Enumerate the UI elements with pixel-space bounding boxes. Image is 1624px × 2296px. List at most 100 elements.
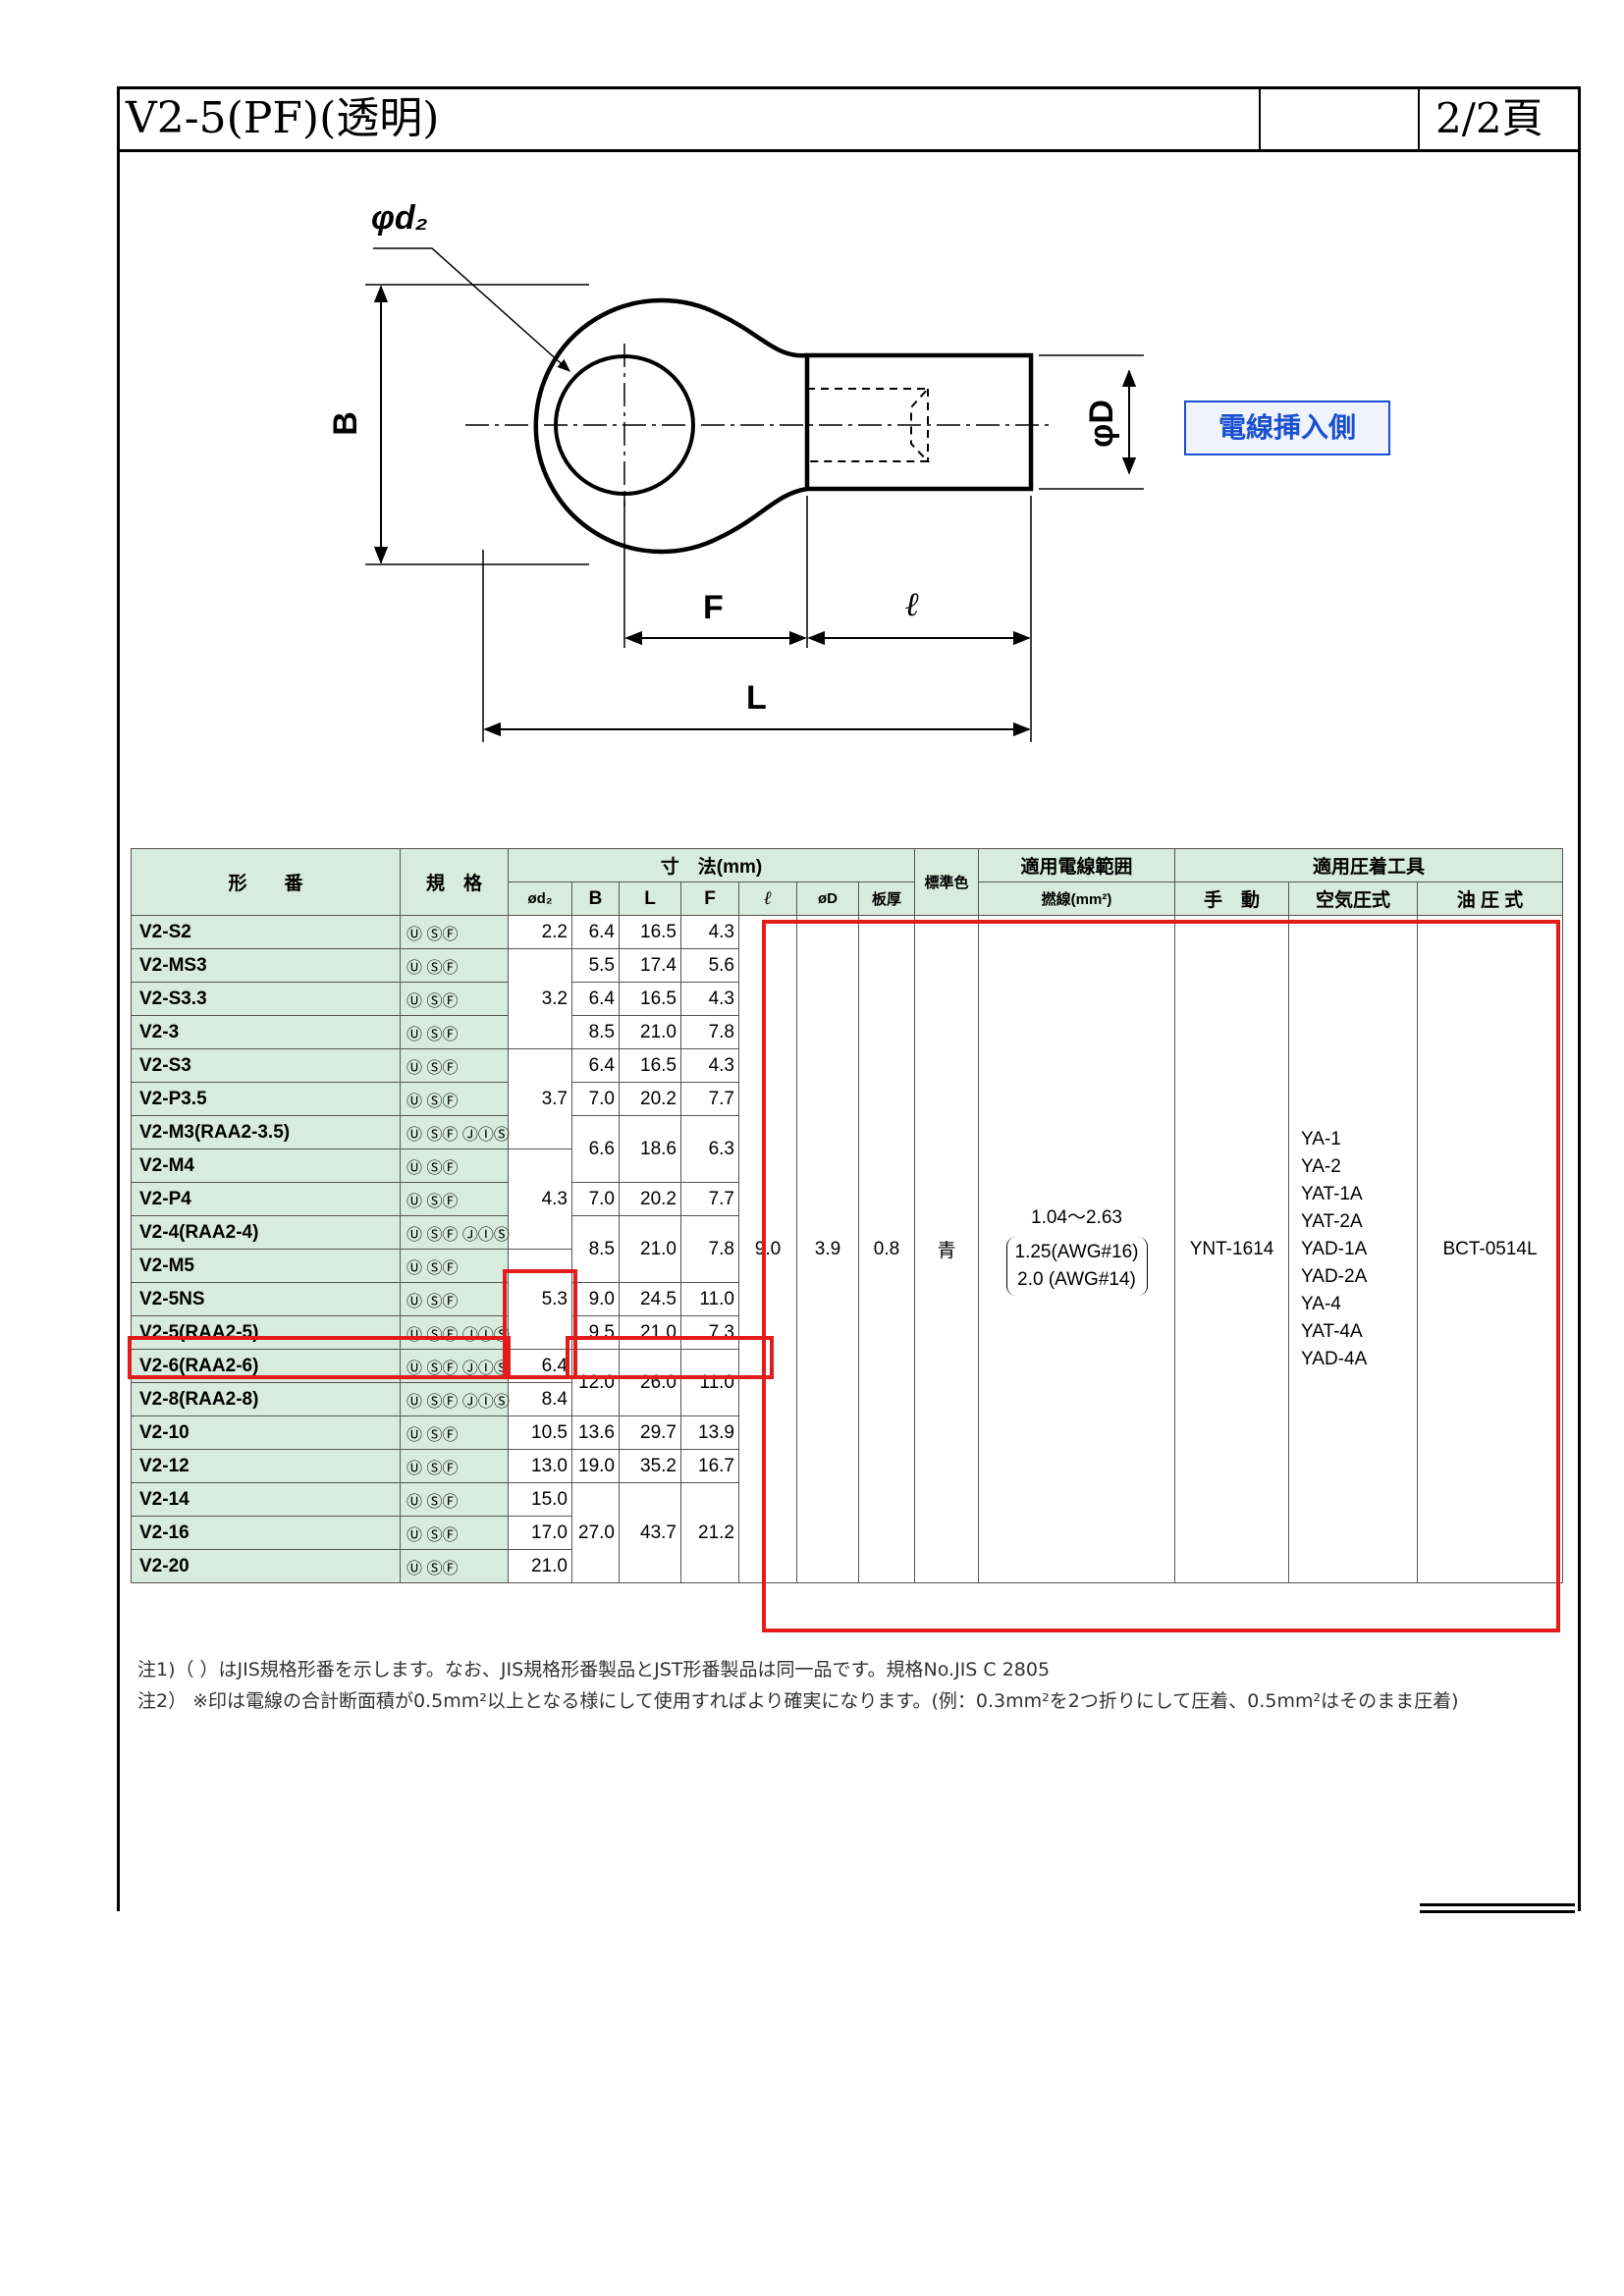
l-cell: 21.0: [619, 1015, 681, 1049]
header-d: øD: [796, 881, 859, 916]
pneumatic-tool: YAD-1A: [1301, 1238, 1368, 1259]
f-cell: 11.0: [680, 1349, 739, 1416]
l-cell: 24.5: [619, 1282, 681, 1316]
cert-icons: Ⓤ ⓈⒻ: [400, 1549, 509, 1583]
f-cell: 7.8: [680, 1215, 739, 1283]
dim-label-phi-d: φD: [1082, 400, 1120, 448]
d2-cell: 21.0: [508, 1549, 572, 1583]
model-cell: V2-3: [131, 1015, 401, 1049]
pneumatic-tool: YAD-4A: [1301, 1348, 1368, 1369]
note-2: 注2） ※印は電線の合計断面積が0.5mm²以上となる様にして使用すればより確実…: [137, 1690, 1459, 1712]
cert-icons: Ⓤ ⓈⒻ ⒿⒾⓈ: [400, 1349, 510, 1383]
l-cell: 18.6: [619, 1115, 681, 1183]
wire-range-value: 1.04～2.63: [1031, 1207, 1122, 1228]
header-manual: 手 動: [1174, 881, 1290, 916]
model-cell: V2-16: [131, 1516, 401, 1550]
d2-cell: 4.3: [508, 1148, 572, 1250]
header-tools: 適用圧着工具: [1174, 848, 1564, 882]
d2-cell: 8.4: [508, 1382, 572, 1416]
b-cell: 6.6: [571, 1115, 620, 1183]
page-frame: V2-5(PF)(透明) 2/2頁: [117, 86, 1581, 1911]
terminal-drawing: [365, 247, 1144, 742]
cert-icons: Ⓤ ⓈⒻ: [400, 915, 509, 949]
cert-icons: Ⓤ ⓈⒻ: [400, 1449, 509, 1483]
header-pneumatic: 空気圧式: [1288, 881, 1419, 916]
color-cell: 青: [914, 915, 980, 1583]
cert-icons: Ⓤ ⓈⒻ: [400, 982, 509, 1016]
cert-icons: Ⓤ ⓈⒻ: [400, 1516, 509, 1550]
b-cell: 13.6: [571, 1415, 620, 1450]
l-cell: 16.5: [619, 915, 681, 949]
bottom-rule: [1420, 1910, 1575, 1913]
f-cell: 11.0: [680, 1282, 739, 1316]
dim-label-phi-d2: φd₂: [371, 199, 428, 237]
pneumatic-tool-cell: YA-1 YA-2 YAT-1A YAT-2A YAD-1A YAD-2A YA…: [1288, 915, 1419, 1583]
f-cell: 4.3: [680, 1048, 739, 1083]
d2-cell: 15.0: [508, 1482, 572, 1517]
wire-insertion-side-callout: 電線挿入側: [1184, 400, 1390, 455]
d-cell: 3.9: [796, 915, 859, 1583]
model-cell: V2-P3.5: [131, 1082, 401, 1116]
model-cell: V2-MS3: [131, 948, 401, 983]
model-cell: V2-5(RAA2-5): [131, 1315, 401, 1350]
l-cell: 35.2: [619, 1449, 681, 1483]
b-cell: 9.0: [571, 1282, 620, 1316]
cert-icons: Ⓤ ⓈⒻ ⒿⒾⓈ: [400, 1215, 510, 1250]
pneumatic-tool: YAT-4A: [1301, 1320, 1363, 1342]
model-cell: V2-8(RAA2-8): [131, 1382, 401, 1416]
thickness-cell: 0.8: [857, 915, 916, 1583]
l-cell: 17.4: [619, 948, 681, 983]
title-bar: V2-5(PF)(透明) 2/2頁: [120, 89, 1578, 152]
model-cell: V2-5NS: [131, 1282, 401, 1316]
header-hydraulic: 油 圧 式: [1417, 881, 1564, 916]
f-cell: 7.8: [680, 1015, 739, 1049]
ell-cell: 9.0: [738, 915, 797, 1583]
f-cell: 7.3: [680, 1315, 739, 1350]
pneumatic-tool: YAD-2A: [1301, 1265, 1368, 1287]
d2-cell: 5.3: [508, 1249, 572, 1350]
pneumatic-tool: YA-4: [1301, 1293, 1341, 1314]
header-f: F: [680, 881, 739, 916]
header-d2: ød₂: [508, 881, 572, 916]
cert-icons: Ⓤ ⓈⒻ: [400, 1048, 509, 1083]
wire-size-awg14: 2.0 (AWG#14): [1017, 1269, 1136, 1290]
pneumatic-tool: YAT-1A: [1301, 1183, 1363, 1204]
l-cell: 20.2: [619, 1182, 681, 1216]
dim-label-f: F: [703, 589, 724, 626]
model-cell: V2-P4: [131, 1182, 401, 1216]
d2-cell: 3.7: [508, 1048, 572, 1149]
wire-size-bracket: 1.25(AWG#16) 2.0 (AWG#14): [1005, 1237, 1148, 1296]
model-cell: V2-10: [131, 1415, 401, 1450]
f-cell: 7.7: [680, 1082, 739, 1116]
cert-icons: Ⓤ ⓈⒻ: [400, 1148, 509, 1183]
d2-cell: 17.0: [508, 1516, 572, 1550]
header-thickness: 板厚: [857, 881, 916, 916]
model-cell: V2-S3: [131, 1048, 401, 1083]
f-cell: 4.3: [680, 982, 739, 1016]
b-cell: 7.0: [571, 1182, 620, 1216]
title-divider: [1259, 89, 1261, 149]
cert-icons: Ⓤ ⓈⒻ: [400, 1249, 509, 1283]
model-cell: V2-S2: [131, 915, 401, 949]
f-cell: 5.6: [680, 948, 739, 983]
cert-icons: Ⓤ ⓈⒻ: [400, 1415, 509, 1450]
model-cell: V2-M4: [131, 1148, 401, 1183]
l-cell: 20.2: [619, 1082, 681, 1116]
l-cell: 21.0: [619, 1215, 681, 1283]
dim-label-b: B: [326, 411, 364, 436]
header-dimensions: 寸 法(mm): [507, 848, 916, 882]
manual-tool-cell: YNT-1614: [1174, 915, 1290, 1583]
page-number: 2/2頁: [1435, 94, 1543, 142]
model-cell: V2-S3.3: [131, 982, 401, 1016]
spec-table: 形 番 規 格 寸 法(mm) 標準色 適用電線範囲 適用圧着工具 ød₂ B …: [131, 848, 1564, 1583]
l-cell: 29.7: [619, 1415, 681, 1450]
b-cell: 6.4: [571, 982, 620, 1016]
f-cell: 4.3: [680, 915, 739, 949]
cert-icons: Ⓤ ⓈⒻ: [400, 1482, 509, 1517]
header-stranded: 撚線(mm²): [978, 881, 1176, 916]
f-cell: 7.7: [680, 1182, 739, 1216]
header-l: L: [619, 881, 681, 916]
b-cell: 7.0: [571, 1082, 620, 1116]
l-cell: 43.7: [619, 1482, 681, 1583]
header-b: B: [571, 881, 620, 916]
